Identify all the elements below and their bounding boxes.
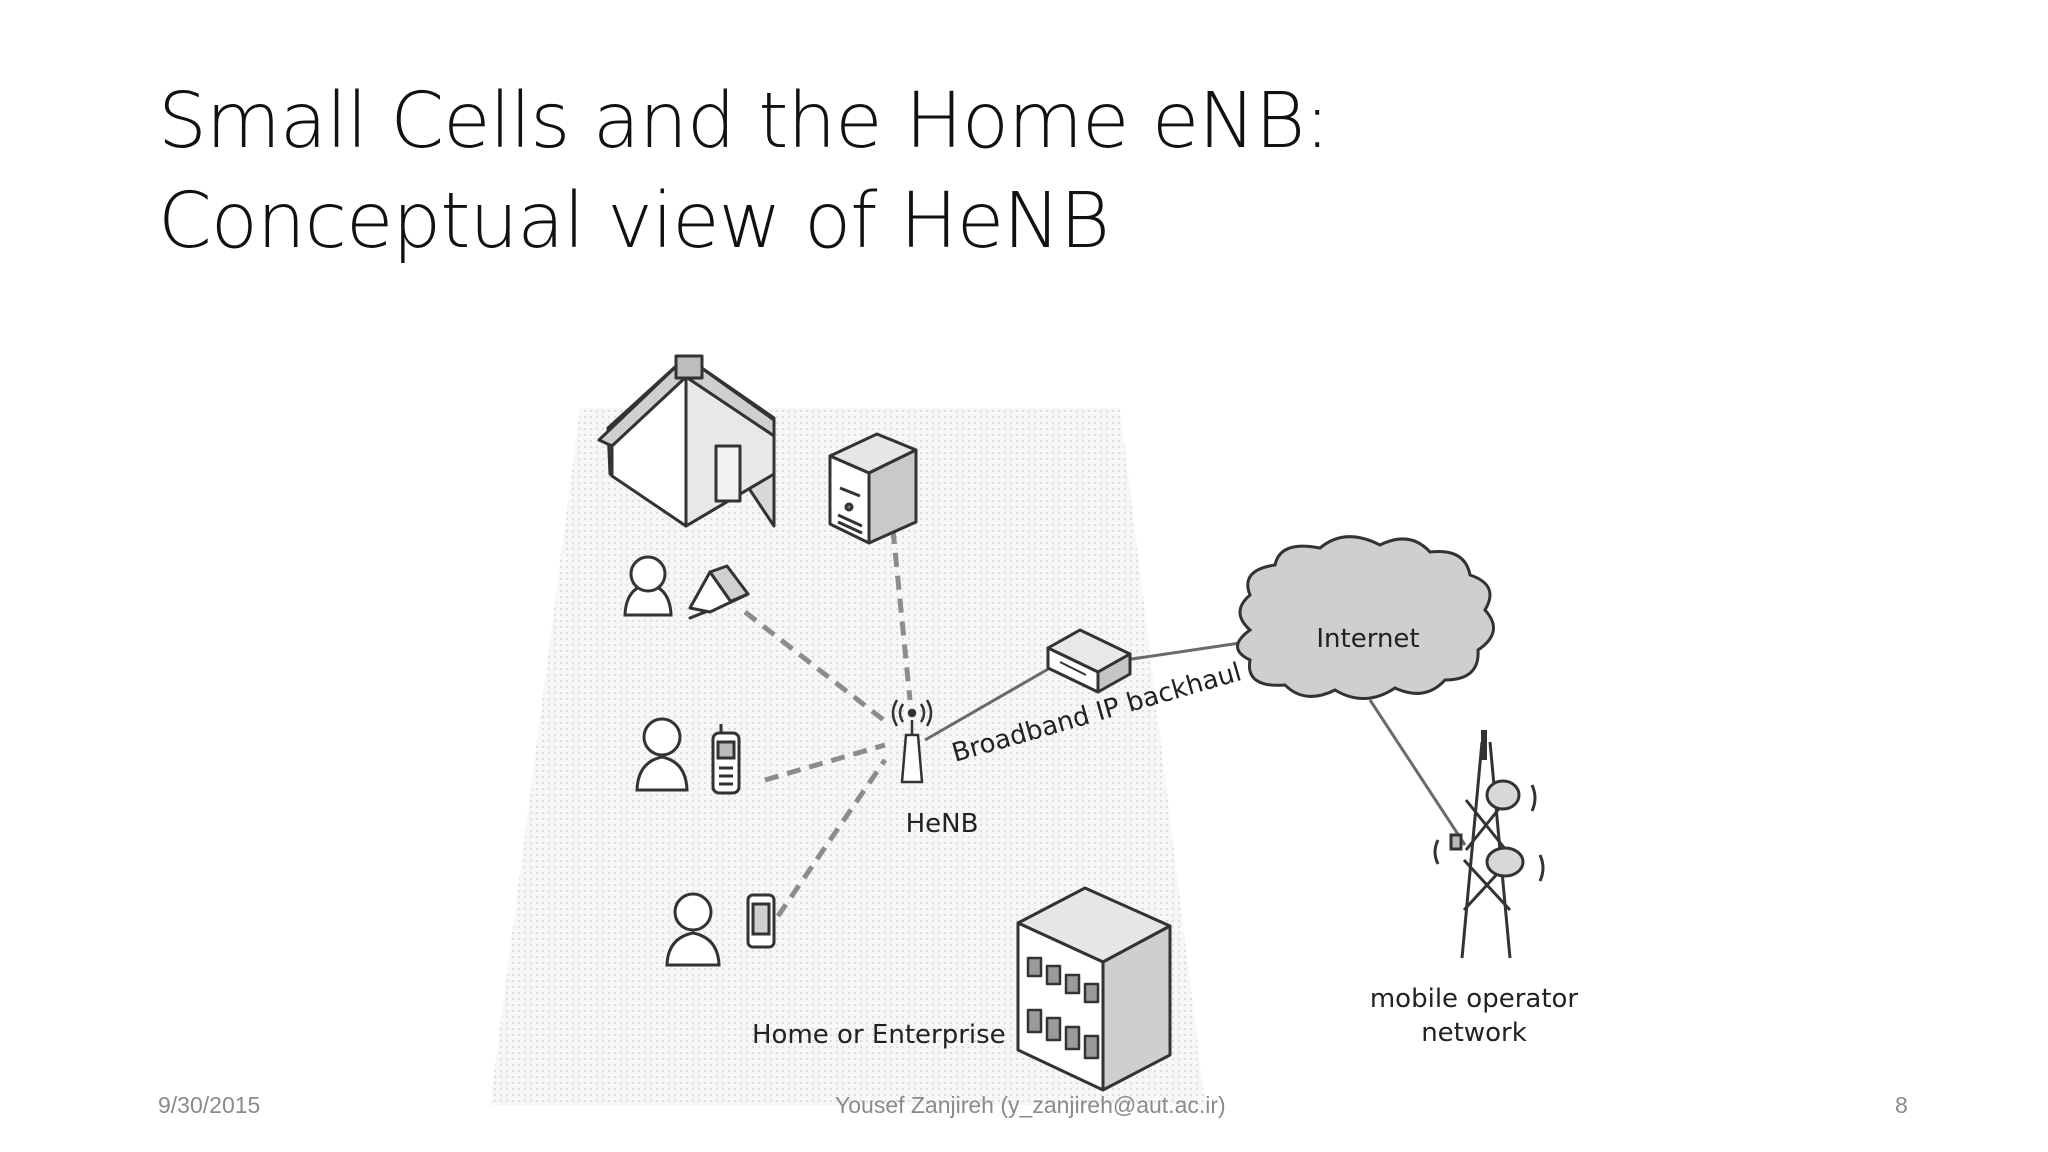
henb-antenna-icon [891, 699, 933, 784]
person-icon [623, 555, 673, 617]
user-laptop [623, 555, 750, 620]
server-icon [828, 432, 918, 545]
laptop-icon [688, 564, 750, 620]
mobile-phone-icon [711, 724, 741, 795]
house-icon [597, 354, 776, 528]
operator-label-line1: mobile operator [1370, 984, 1579, 1014]
smartphone-icon [746, 893, 776, 949]
modem-icon [1046, 628, 1132, 694]
link-henb-modem [924, 666, 1051, 742]
link-handset [762, 758, 888, 937]
slide-title: Small Cells and the Home eNB: Conceptual… [158, 72, 1758, 272]
internet-cloud-icon: Internet [1236, 535, 1495, 700]
link-server [890, 529, 913, 701]
backhaul-links [924, 641, 1467, 846]
link-internet-tower [1368, 699, 1467, 846]
link-modem-internet [1124, 641, 1241, 662]
link-phone [764, 742, 886, 783]
user-handset [665, 892, 776, 967]
henb-label: HeNB [906, 809, 979, 839]
home-enterprise-label: Home or Enterprise [752, 1020, 1006, 1050]
cell-tower-icon [1433, 730, 1545, 959]
wireless-links [743, 529, 913, 937]
footer-page-number: 8 [1895, 1092, 1908, 1118]
operator-label-line2: network [1421, 1018, 1527, 1048]
footer-date: 9/30/2015 [158, 1092, 261, 1118]
office-building-icon [1016, 886, 1172, 1092]
person-icon [665, 892, 721, 967]
title-line-1: Small Cells and the Home eNB: [158, 77, 1330, 166]
internet-label: Internet [1316, 624, 1419, 654]
footer-author: Yousef Zanjireh (y_zanjireh@aut.ac.ir) [835, 1092, 1226, 1118]
person-icon [635, 717, 689, 792]
user-phone [635, 717, 741, 795]
link-laptop [743, 610, 892, 727]
title-line-2: Conceptual view of HeNB [158, 177, 1110, 266]
